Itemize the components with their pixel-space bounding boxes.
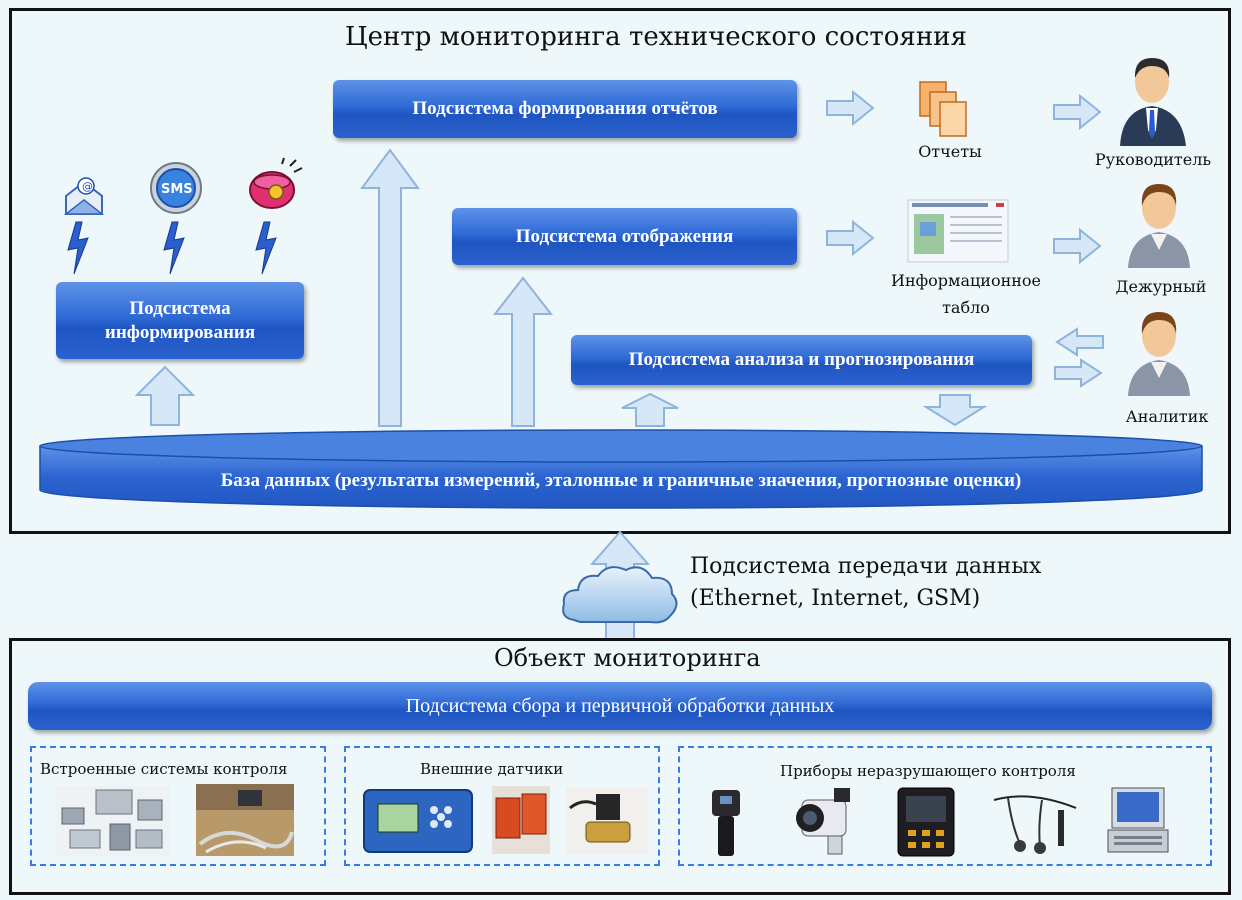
board-output-label-line2: табло bbox=[942, 298, 990, 317]
transfer-label-line2: (Ethernet, Internet, GSM) bbox=[690, 586, 981, 611]
analyst-person-icon bbox=[1128, 312, 1190, 396]
duty-label: Дежурный bbox=[1115, 277, 1207, 296]
arrow-up-to-informing bbox=[134, 365, 196, 426]
arrow-analyst-to-analysis bbox=[1055, 327, 1104, 357]
collection-subsystem-box: Подсистема сбора и первичной обработки д… bbox=[28, 682, 1212, 730]
analysis-subsystem-box: Подсистема анализа и прогнозирования bbox=[571, 335, 1032, 385]
sensor-valve-photo bbox=[566, 788, 648, 854]
arrow-board-to-duty bbox=[1053, 227, 1102, 265]
arrow-display-to-board bbox=[826, 219, 875, 257]
ndt-flaw-detector-photo bbox=[897, 787, 955, 857]
cloud-icon bbox=[562, 566, 678, 624]
documents-icon bbox=[919, 81, 967, 137]
ndt-probes-photo bbox=[993, 795, 1077, 854]
group-external-sensors bbox=[344, 746, 660, 866]
ndt-camera-photo bbox=[796, 788, 850, 855]
group-external-sensors-label: Внешние датчики bbox=[420, 760, 564, 778]
reports-subsystem-box: Подсистема формирования отчётов bbox=[333, 80, 797, 138]
manager-person-icon bbox=[1120, 58, 1186, 146]
email-icon: @ bbox=[63, 177, 105, 215]
reports-output-label: Отчеты bbox=[918, 142, 982, 161]
ndt-thermometer-photo bbox=[712, 790, 740, 856]
sensor-red-units-photo bbox=[492, 786, 550, 854]
arrow-up-to-analysis bbox=[621, 392, 679, 427]
manager-label: Руководитель bbox=[1094, 150, 1212, 169]
monitoring-object-title: Объект мониторинга bbox=[494, 644, 761, 672]
informing-subsystem-box: Подсистема информирования bbox=[56, 282, 304, 359]
ndt-computer-photo bbox=[1107, 787, 1169, 853]
display-subsystem-box: Подсистема отображения bbox=[452, 208, 797, 265]
embedded-installation-photo bbox=[196, 784, 294, 856]
group-embedded-systems bbox=[30, 746, 326, 866]
signal-bolt-phone bbox=[255, 221, 277, 275]
database-cylinder bbox=[39, 429, 1203, 509]
board-output-label-line1: Информационное bbox=[890, 271, 1041, 290]
arrow-down-from-analysis bbox=[922, 394, 988, 427]
group-ndt-devices bbox=[678, 746, 1212, 866]
group-embedded-systems-label: Встроенные системы контроля bbox=[40, 760, 288, 778]
duty-person-icon bbox=[1128, 184, 1190, 268]
signal-bolt-sms bbox=[163, 221, 185, 275]
svg-text:SMS: SMS bbox=[161, 182, 193, 197]
embedded-components-photo bbox=[56, 786, 170, 856]
arrow-up-to-reports bbox=[360, 148, 420, 427]
group-ndt-devices-label: Приборы неразрушающего контроля bbox=[780, 762, 1076, 780]
transfer-label-line1: Подсистема передачи данных bbox=[690, 554, 1042, 579]
arrow-analysis-to-analyst bbox=[1054, 358, 1103, 388]
arrow-reports-to-docs bbox=[826, 89, 875, 127]
monitoring-center-title: Центр мониторинга технического состояния bbox=[345, 22, 967, 52]
arrow-docs-to-manager bbox=[1053, 93, 1102, 131]
phone-icon bbox=[249, 157, 303, 209]
arrow-up-to-display bbox=[492, 276, 554, 427]
database-label: База данных (результаты измерений, этало… bbox=[220, 470, 1022, 491]
information-board-image bbox=[907, 199, 1009, 263]
svg-text:@: @ bbox=[82, 180, 93, 193]
analyst-label: Аналитик bbox=[1125, 407, 1209, 426]
sensor-controller-photo bbox=[363, 789, 473, 853]
signal-bolt-email bbox=[67, 221, 89, 275]
sms-icon: SMS bbox=[150, 162, 202, 214]
